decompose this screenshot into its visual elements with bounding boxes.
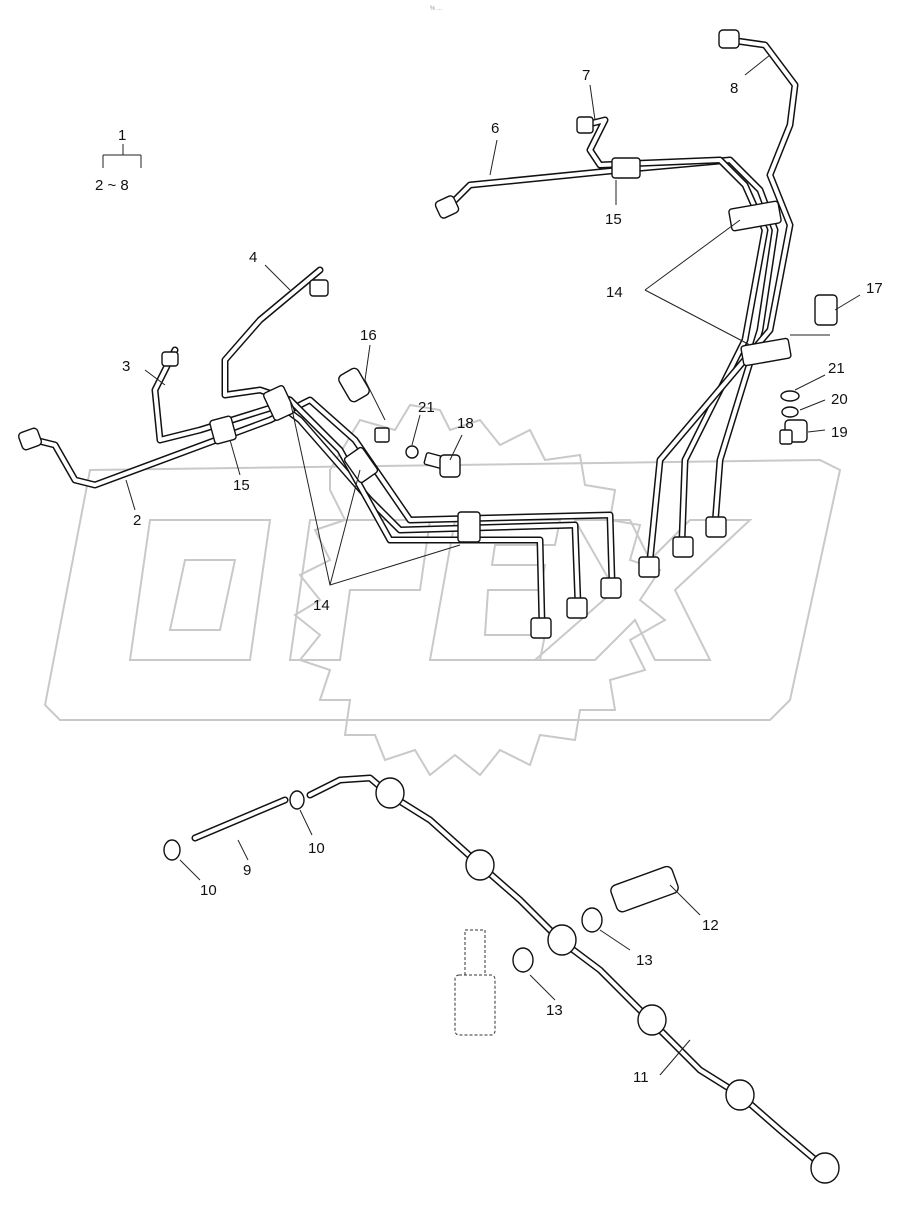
callout-3: 3 (122, 358, 130, 375)
callout-19: 19 (831, 424, 848, 441)
callout-7: 7 (582, 67, 590, 84)
callout-4: 4 (249, 249, 257, 266)
callout-15-left: 15 (233, 477, 250, 494)
callout-8: 8 (730, 80, 738, 97)
callout-6: 6 (491, 120, 499, 137)
assembly-legend: 1 2 ~ 8 (95, 127, 142, 194)
fastener-parts (338, 294, 838, 478)
header-mark: % ... (430, 6, 442, 12)
callout-21-left: 21 (418, 399, 435, 416)
callout-range: 2 ~ 8 (95, 177, 129, 194)
return-line-group (163, 774, 840, 1184)
callouts: 2 3 4 15 14 6 7 8 15 14 16 21 18 17 21 2… (122, 67, 883, 1086)
left-pipe-group (17, 266, 622, 639)
callout-15-right: 15 (605, 211, 622, 228)
right-pipe-group (434, 29, 799, 578)
callout-21-right: 21 (828, 360, 845, 377)
leader-lines (125, 54, 861, 1076)
callout-12: 12 (702, 917, 719, 934)
callout-18: 18 (457, 415, 474, 432)
callout-13-left: 13 (546, 1002, 563, 1019)
callout-2: 2 (133, 512, 141, 529)
callout-17: 17 (866, 280, 883, 297)
callout-20: 20 (831, 391, 848, 408)
callout-9: 9 (243, 862, 251, 879)
callout-11: 11 (633, 1069, 649, 1086)
callout-1: 1 (118, 127, 126, 144)
callout-14-left: 14 (313, 597, 330, 614)
callout-13-right: 13 (636, 952, 653, 969)
callout-10-left: 10 (200, 882, 217, 899)
callout-14-right: 14 (606, 284, 623, 301)
callout-10-right: 10 (308, 840, 325, 857)
callout-16: 16 (360, 327, 377, 344)
